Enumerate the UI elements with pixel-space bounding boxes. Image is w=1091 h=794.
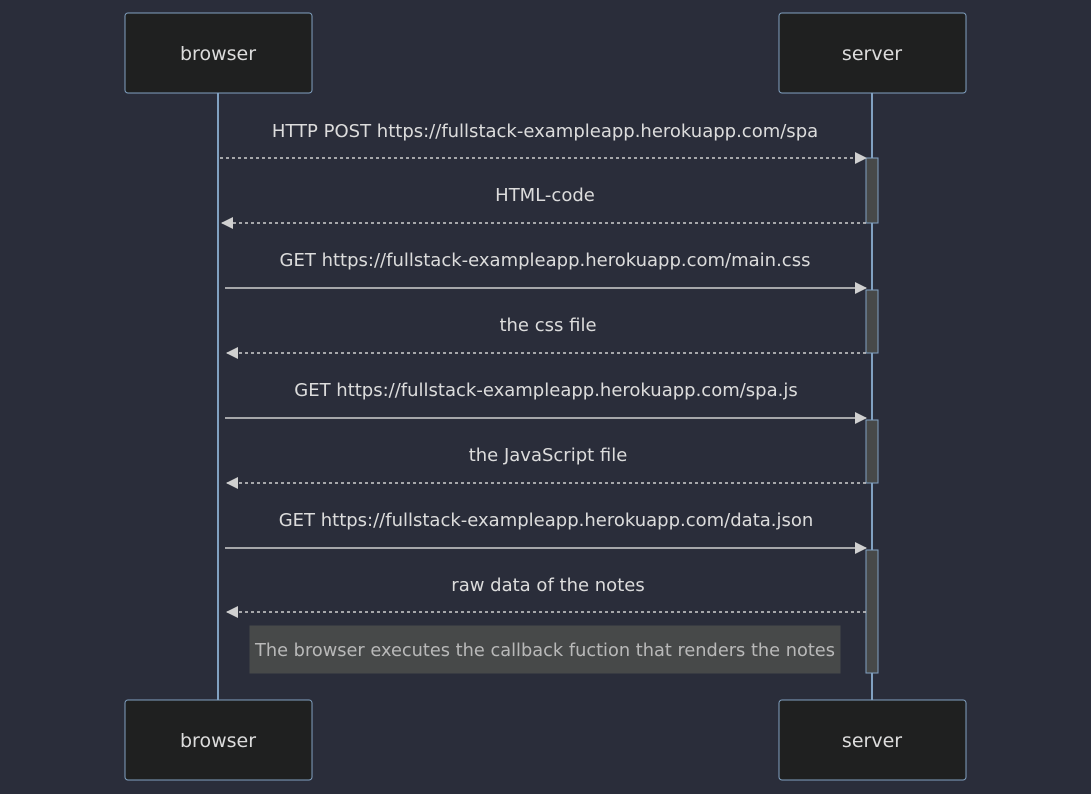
- message-label: GET https://fullstack-exampleapp.herokua…: [294, 380, 798, 401]
- activation-bar: [865, 419, 879, 484]
- message: raw data of the notes: [226, 575, 866, 618]
- message-label: the JavaScript file: [469, 445, 628, 466]
- note-text: The browser executes the callback fuctio…: [254, 640, 835, 661]
- message-label: the css file: [499, 315, 596, 336]
- message-label: HTTP POST https://fullstack-exampleapp.h…: [272, 121, 818, 142]
- actor-server-top: server: [778, 12, 967, 94]
- actor-server-bottom: server: [778, 699, 967, 781]
- message: the css file: [226, 315, 866, 359]
- actor-browser-bottom: browser: [124, 699, 313, 781]
- message: HTML-code: [221, 185, 866, 229]
- message: GET https://fullstack-exampleapp.herokua…: [225, 510, 867, 554]
- message: HTTP POST https://fullstack-exampleapp.h…: [220, 121, 867, 164]
- message-label: raw data of the notes: [451, 575, 644, 596]
- activation-bar: [865, 289, 879, 354]
- message: the JavaScript file: [226, 445, 866, 489]
- actor-label: server: [842, 43, 902, 65]
- message: GET https://fullstack-exampleapp.herokua…: [225, 250, 867, 294]
- actor-label: browser: [180, 730, 256, 752]
- activation-bar: [865, 157, 879, 224]
- message-label: GET https://fullstack-exampleapp.herokua…: [279, 510, 814, 531]
- message-label: GET https://fullstack-exampleapp.herokua…: [280, 250, 811, 271]
- note: The browser executes the callback fuctio…: [249, 625, 841, 674]
- message: GET https://fullstack-exampleapp.herokua…: [225, 380, 867, 424]
- actor-label: server: [842, 730, 902, 752]
- actor-label: browser: [180, 43, 256, 65]
- message-label: HTML-code: [495, 185, 595, 206]
- activation-bar: [865, 549, 879, 674]
- actor-browser-top: browser: [124, 12, 313, 94]
